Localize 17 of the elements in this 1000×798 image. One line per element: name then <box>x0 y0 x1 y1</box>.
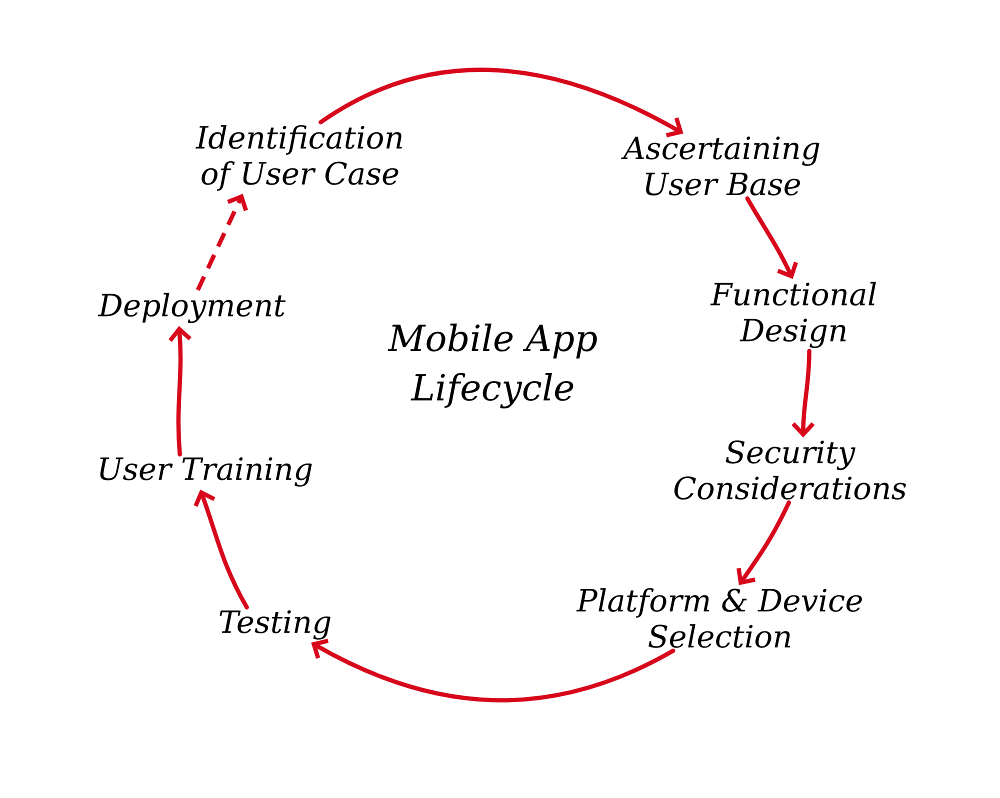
stage-label: Identification of User Case <box>196 125 402 191</box>
arrow <box>318 68 684 138</box>
stage-label: Platform & Device Selection <box>576 588 862 648</box>
arrow <box>736 500 791 586</box>
stage-label: Testing <box>220 610 330 640</box>
diagram-title: Mobile App Lifecycle <box>388 324 597 408</box>
arrow <box>792 348 815 438</box>
arrow <box>194 490 249 610</box>
arrow <box>196 194 248 291</box>
stage-label: Functional Design <box>710 282 876 348</box>
arrow <box>168 326 192 456</box>
stage-label: Security Considerations <box>674 440 906 500</box>
arrow <box>745 196 798 279</box>
arrow <box>311 638 676 702</box>
stage-label: User Training <box>100 457 312 487</box>
stage-label: Deployment <box>98 292 286 324</box>
stage-label: Ascertaining User Base <box>621 136 820 196</box>
